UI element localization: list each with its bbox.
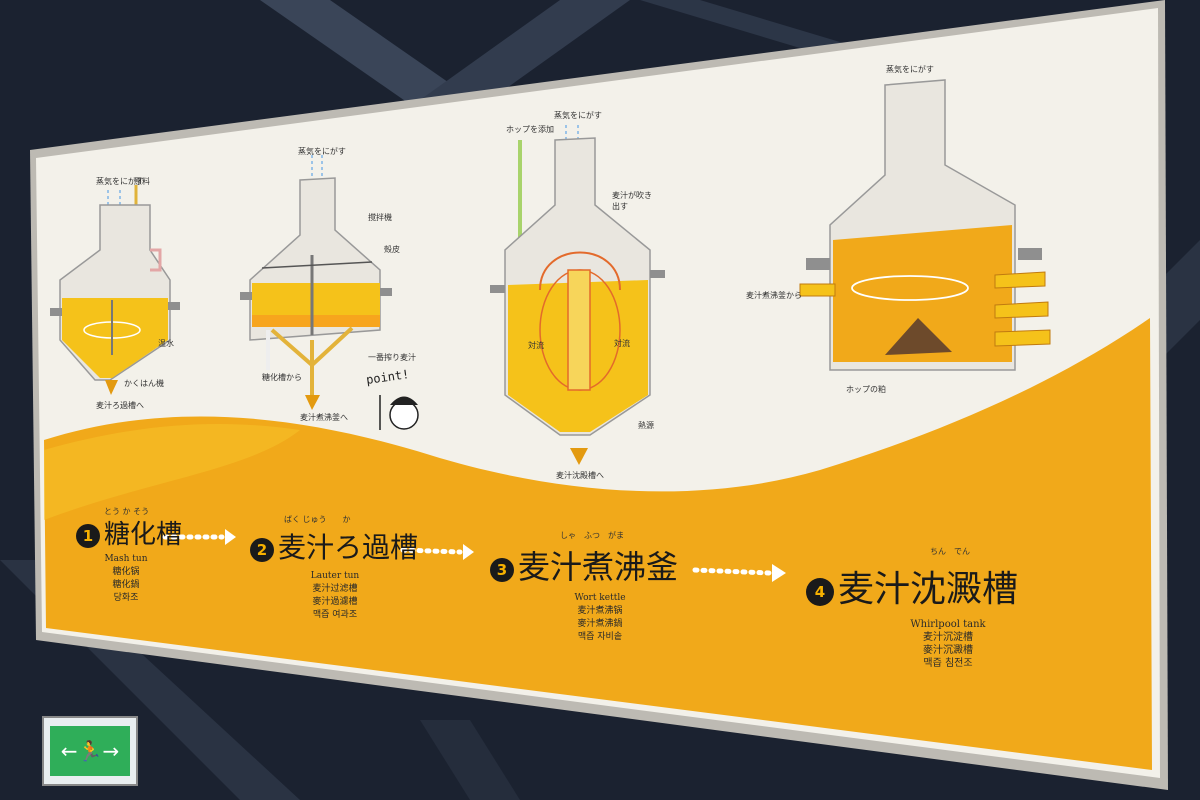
step2-ko: 맥즙 여과조 (312, 610, 358, 620)
step4-translations: Whirlpool tank 麦汁沉淀槽 麥汁沉澱槽 맥즙 침전조 (898, 618, 998, 670)
step1-ruby: とう か そう (104, 507, 150, 516)
d1-steam-label: 蒸気をにがす (96, 177, 144, 186)
step3-translations: Wort kettle 麦汁煮沸锅 麥汁煮沸鍋 맥즙 자비솥 (560, 592, 640, 644)
step1-ko: 당화조 (113, 593, 139, 603)
d3-heat-label: 熱源 (638, 421, 654, 430)
step1-en: Mash tun (104, 554, 148, 564)
d2-in-label: 糖化槽から (262, 373, 302, 382)
d3-spout-label: 麦汁が吹き出す (612, 191, 652, 211)
d3-steam-label: 蒸気をにがす (554, 111, 602, 120)
step2-title-text: 麦汁ろ過槽 (278, 531, 419, 564)
d2-out-label: 麦汁煮沸釜へ (300, 413, 348, 422)
step4-en: Whirlpool tank (910, 619, 986, 630)
d3-hop-label: ホップを添加 (506, 125, 554, 134)
amber-band (44, 318, 1152, 770)
step3-ko: 맥즙 자비솥 (577, 632, 623, 642)
step3-en: Wort kettle (574, 593, 626, 603)
step3-zh-simplified: 麦汁煮沸锅 (577, 606, 623, 616)
step3-zh-traditional: 麥汁煮沸鍋 (577, 619, 623, 629)
step4-zh-simplified: 麦汁沉淀槽 (923, 632, 973, 643)
whirlpool-tank-diagram (799, 79, 1051, 371)
d2-first-wort-label: 一番搾り麦汁 (368, 353, 416, 362)
d1-water-label: 温水 (158, 339, 174, 348)
d3-out-label: 麦汁沈殿槽へ (556, 471, 604, 480)
step2-en: Lauter tun (310, 571, 360, 581)
d4-lees-label: ホップの粕 (846, 385, 886, 394)
step4-ko: 맥즙 침전조 (923, 658, 973, 669)
step4-title-text: 麦汁沈澱槽 (838, 569, 1019, 610)
d1-raw-label: 原料 (134, 177, 150, 186)
step3-title-text: 麦汁煮沸釜 (518, 548, 679, 586)
step1-zh-simplified: 糖化锅 (112, 567, 140, 577)
step4-zh-traditional: 麥汁沉澱槽 (923, 645, 973, 656)
d2-husk-label: 殻皮 (384, 245, 400, 254)
step2-ruby: ばく じゅう か (284, 515, 351, 524)
wort-kettle-diagram (490, 125, 665, 465)
step3-ruby: しゃ ふつ がま (560, 531, 624, 540)
exit-sign-icon: ←🏃→ (50, 726, 130, 776)
d4-in-label: 麦汁煮沸釜から (746, 291, 802, 300)
d1-out-label: 麦汁ろ過槽へ (96, 401, 144, 410)
step4-number: 4 (806, 578, 834, 606)
step2-zh-simplified: 麦汁过滤槽 (312, 584, 358, 594)
step4-ruby: ちん でん (930, 547, 970, 556)
step1-zh-traditional: 糖化鍋 (112, 580, 140, 590)
mash-tun-diagram (50, 185, 180, 395)
d1-stirrer-label: かくはん機 (124, 379, 164, 388)
d3-convection-right-label: 対流 (614, 339, 630, 348)
d4-steam-label: 蒸気をにがす (886, 65, 934, 74)
exit-sign: ←🏃→ (42, 716, 138, 786)
point-character (379, 395, 419, 430)
step-arrow-3 (692, 564, 786, 582)
step1-title-text: 糖化槽 (104, 520, 183, 550)
step3-number: 3 (490, 557, 514, 582)
lauter-tun-diagram (240, 155, 392, 410)
step2-translations: Lauter tun 麦汁过滤槽 麥汁過濾槽 맥즙 여과조 (300, 570, 370, 622)
step1-translations: Mash tun 糖化锅 糖化鍋 당화조 (96, 553, 156, 605)
d2-stirrer-label: 撹拌機 (368, 213, 392, 222)
step-arrow-1 (162, 529, 236, 545)
d3-convection-left-label: 対流 (528, 341, 544, 350)
step2-number: 2 (250, 537, 274, 562)
step-arrow-2 (400, 544, 474, 560)
step1-number: 1 (76, 524, 100, 548)
step2-zh-traditional: 麥汁過濾槽 (312, 597, 358, 607)
d2-steam-label: 蒸気をにがす (298, 147, 346, 156)
